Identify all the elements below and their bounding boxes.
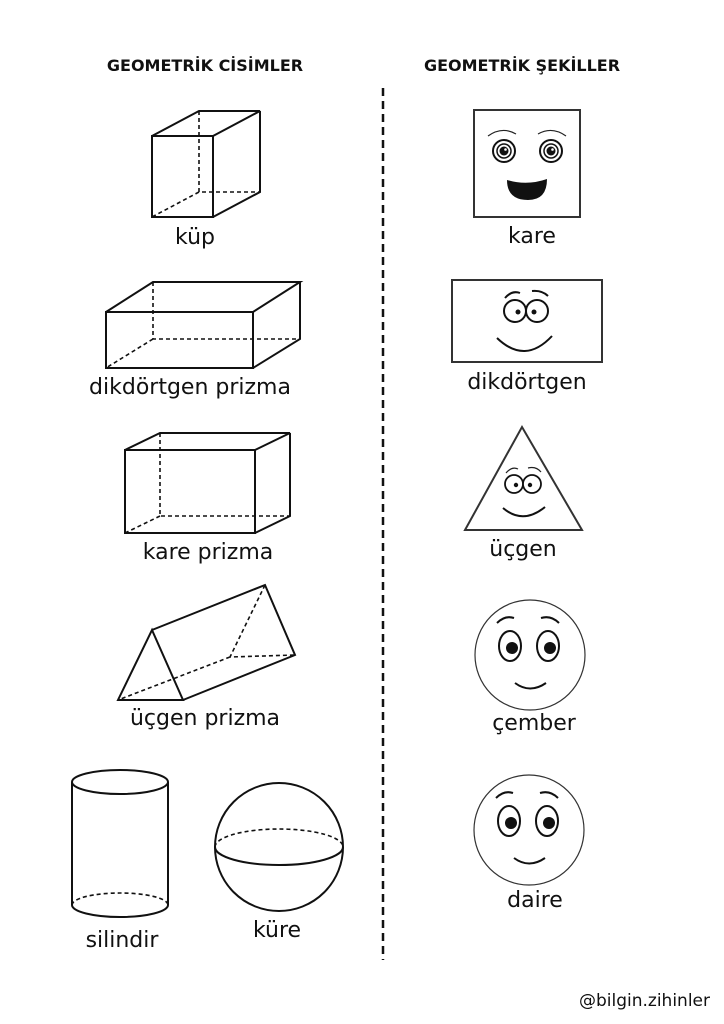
shapes-heading: GEOMETRİK ŞEKİLLER [424,56,620,75]
shape-label-circle: çember [492,711,577,736]
circle-outline-face-icon [474,599,586,711]
solid-label-triangular-prism: üçgen prizma [130,706,280,731]
sphere-icon [214,782,344,912]
shape-label-rectangle: dikdörtgen [467,370,586,395]
solid-label-cube: küp [175,225,215,250]
triangle-face-icon [463,424,584,531]
footer-handle: @bilgin.zihinler [579,991,710,1011]
solid-label-square-prism: kare prizma [143,540,274,565]
triangular-prism-icon [116,583,297,701]
rectangular-prism-icon [105,281,304,369]
solid-label-cylinder: silindir [86,928,160,953]
shape-label-square: kare [508,224,556,249]
shape-label-disc: daire [507,888,563,913]
solids-heading: GEOMETRİK CİSİMLER [107,56,303,75]
square-prism-icon [124,432,291,534]
rectangle-face-icon [451,279,603,363]
solid-label-rectangular-prism: dikdörtgen prizma [89,375,291,400]
cube-icon [151,110,261,218]
cylinder-icon [71,769,169,918]
shape-label-triangle: üçgen [489,537,556,562]
square-face-icon [473,109,581,218]
disc-face-icon [473,774,585,886]
solid-label-sphere: küre [253,918,301,943]
